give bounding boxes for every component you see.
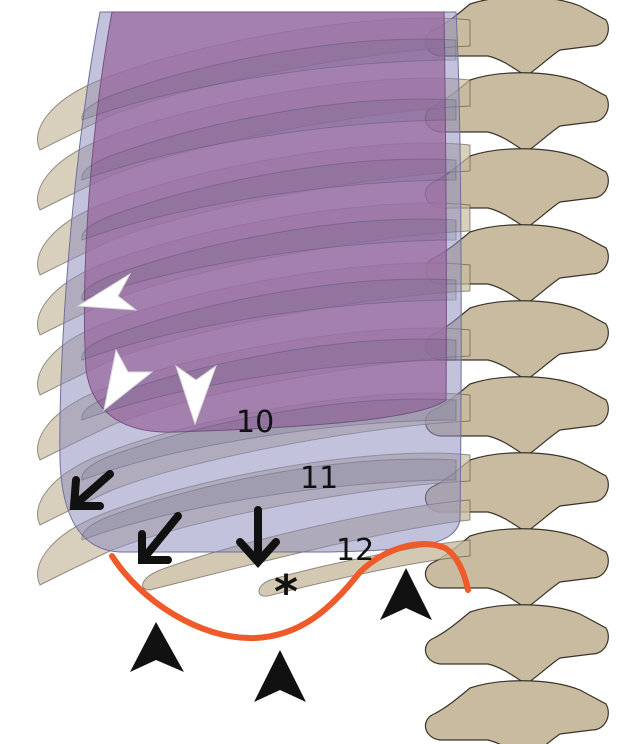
vertebra (425, 529, 608, 608)
vertebra (425, 605, 608, 684)
black-arrowhead-3 (380, 568, 432, 620)
black-arrowhead-1 (130, 622, 184, 672)
asterisk-marker: * (274, 565, 298, 619)
rib-label-10: 10 (236, 405, 274, 440)
black-arrowhead-2 (254, 650, 306, 702)
vertebra (425, 681, 608, 744)
rib-label-12: 12 (336, 533, 374, 568)
rib-label-11: 11 (300, 461, 338, 496)
